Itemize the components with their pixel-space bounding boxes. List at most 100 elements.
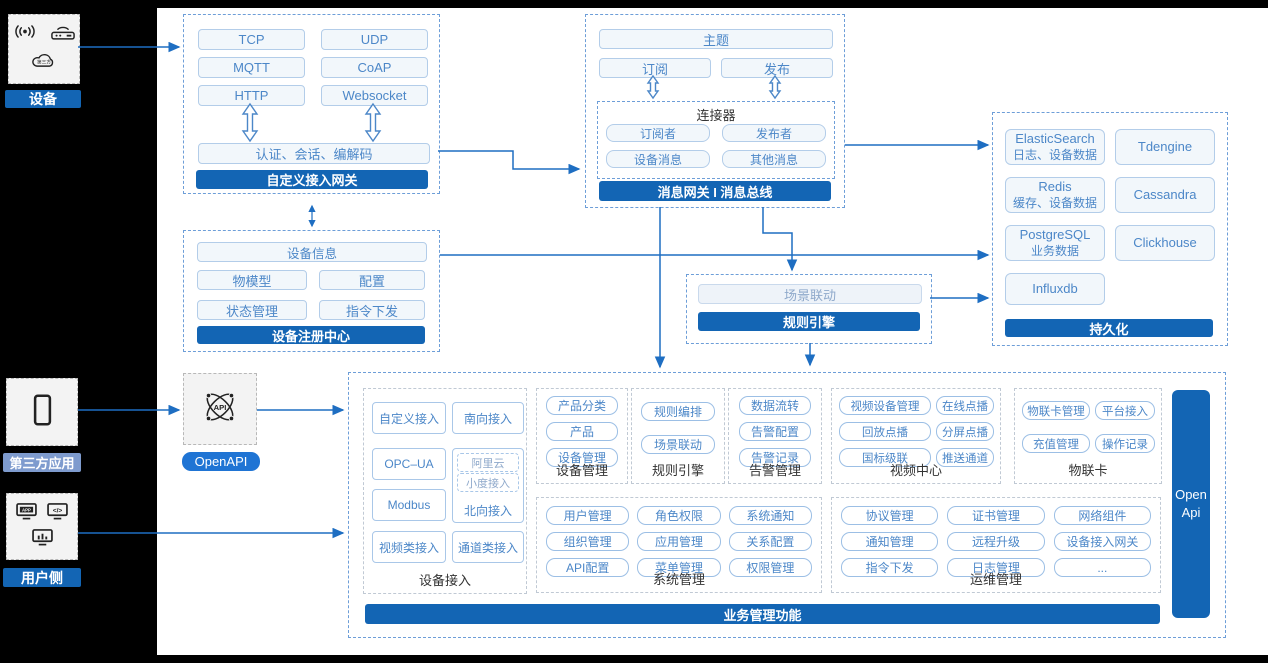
access-chip: 自定义接入 [372, 402, 446, 434]
feature-chip: 推送通道 [936, 448, 994, 467]
feature-chip: 场景联动 [641, 435, 715, 454]
northbound-label: 北向接入 [463, 504, 512, 518]
app-monitor-icon: APP [16, 502, 37, 525]
connector-chip: 其他消息 [722, 150, 826, 168]
feature-chip: 充值管理 [1022, 434, 1090, 453]
alarm-label: 告警管理 [748, 463, 801, 478]
device-access-section: 自定义接入 OPC–UA Modbus 视频类接入 南向接入 北向接入 阿里云 … [363, 388, 527, 594]
connector-chip: 订阅者 [606, 124, 710, 142]
iot-card-section: 物联卡管理平台接入充值管理操作记录 物联卡 [1014, 388, 1162, 484]
device-registry-title-bar: 设备注册中心 [197, 326, 425, 344]
feature-chip: 网络组件 [1053, 506, 1151, 525]
feature-chip: 角色权限 [637, 506, 721, 525]
api-atom-icon: API [199, 386, 241, 433]
registry-chip: 状态管理 [197, 300, 307, 320]
feature-chip: 组织管理 [546, 532, 630, 551]
rule-engine-box: 场景联动 规则引擎 [686, 274, 932, 344]
third-party-cloud-icon: 第三方 [29, 51, 59, 75]
db-influxdb: Influxdb [1005, 273, 1105, 305]
alarm-section: 数据流转告警配置告警记录 告警管理 [728, 388, 822, 484]
phone-icon [33, 393, 52, 431]
system-mgmt-label: 系统管理 [652, 572, 705, 587]
feature-chip: API配置 [546, 558, 630, 577]
access-gateway-title-bar: 自定义接入网关 [196, 170, 428, 189]
feature-chip: 平台接入 [1095, 401, 1155, 420]
protocol-chip: HTTP [198, 85, 305, 106]
publish-chip: 发布 [721, 58, 833, 78]
feature-chip: 视频设备管理 [839, 396, 931, 415]
connector-chip: 发布者 [722, 124, 826, 142]
feature-chip: 远程升级 [947, 532, 1045, 551]
feature-chip: 用户管理 [546, 506, 630, 525]
iot-card-label: 物联卡 [1068, 463, 1108, 478]
user-side-label: 用户侧 [3, 568, 81, 587]
feature-chip: 应用管理 [637, 532, 721, 551]
access-chip: OPC–UA [372, 448, 446, 480]
feature-chip: 关系配置 [728, 532, 812, 551]
device-mgmt-section: 产品分类产品设备管理 设备管理 [536, 388, 628, 484]
db-cassandra: Cassandra [1115, 177, 1215, 213]
subscribe-chip: 订阅 [599, 58, 711, 78]
third-party-icon-box [6, 378, 78, 446]
rule-engine-title-bar: 规则引擎 [698, 312, 920, 331]
rule-engine-label: 规则引擎 [651, 463, 704, 478]
feature-chip: ... [1053, 558, 1151, 577]
device-mgmt-label: 设备管理 [555, 463, 608, 478]
third-party-label: 第三方应用 [3, 453, 81, 472]
connector-title: 连接器 [696, 108, 736, 123]
feature-chip: 菜单管理 [637, 558, 721, 577]
access-chip: 视频类接入 [372, 531, 446, 563]
device-registry-box: 设备信息 物模型配置状态管理指令下发 设备注册中心 [183, 230, 440, 352]
feature-chip: 系统通知 [728, 506, 812, 525]
feature-chip: 物联卡管理 [1022, 401, 1090, 420]
feature-chip: 分屏点播 [936, 422, 994, 441]
system-mgmt-section: 用户管理角色权限系统通知组织管理应用管理关系配置 API配置菜单管理权限管理 系统… [536, 497, 822, 593]
protocol-chip: MQTT [198, 57, 305, 78]
device-info-chip: 设备信息 [197, 242, 427, 262]
access-chip: 通道类接入 [452, 531, 524, 563]
feature-chip: 产品分类 [546, 396, 618, 415]
db-tdengine: Tdengine [1115, 129, 1215, 165]
registry-chip: 物模型 [197, 270, 307, 290]
db-postgresql: PostgreSQL 业务数据 [1005, 225, 1105, 261]
feature-chip: 数据流转 [739, 396, 811, 415]
rule-engine-section: 规则编排场景联动 规则引擎 [631, 388, 725, 484]
device-icon-box: 第三方 [8, 14, 80, 84]
xiaodu-chip: 小度接入 [457, 473, 519, 492]
access-chip: Modbus [372, 489, 446, 521]
feature-chip: 协议管理 [841, 506, 939, 525]
open-api-vertical-bar: Open Api [1172, 390, 1210, 618]
chart-monitor-icon [31, 528, 53, 551]
svg-text:第三方: 第三方 [37, 58, 51, 65]
db-elasticsearch: ElasticSearch 日志、设备数据 [1005, 129, 1105, 165]
feature-chip: 规则编排 [641, 402, 715, 421]
feature-chip: 操作记录 [1095, 434, 1155, 453]
svg-text:API: API [214, 402, 227, 411]
feature-chip: 权限管理 [728, 558, 812, 577]
feature-chip: 指令下发 [841, 558, 939, 577]
message-bus-box: 主题 订阅 发布 连接器 订阅者发布者设备消息其他消息 消息网关 I 消息总线 [585, 14, 845, 208]
message-bus-title-bar: 消息网关 I 消息总线 [599, 181, 831, 201]
aliyun-chip: 阿里云 [457, 453, 519, 472]
db-redis: Redis 缓存、设备数据 [1005, 177, 1105, 213]
feature-chip: 国标级联 [839, 448, 931, 467]
feature-chip: 告警配置 [739, 422, 811, 441]
feature-chip: 告警记录 [739, 448, 811, 467]
protocol-chip: Websocket [321, 85, 428, 106]
business-title-bar: 业务管理功能 [365, 604, 1160, 624]
feature-chip: 证书管理 [947, 506, 1045, 525]
registry-chip: 指令下发 [319, 300, 425, 320]
scene-linkage-chip: 场景联动 [698, 284, 922, 304]
ops-mgmt-section: 协议管理证书管理网络组件通知管理远程升级设备接入网关指令下发日志管理... 运维… [831, 497, 1161, 593]
router-icon [51, 23, 75, 45]
persistence-title-bar: 持久化 [1005, 319, 1213, 337]
device-access-label: 设备接入 [418, 573, 471, 588]
ops-mgmt-label: 运维管理 [969, 572, 1022, 587]
protocol-chip: UDP [321, 29, 428, 50]
svg-text:</>: </> [53, 507, 63, 514]
connector-box: 连接器 订阅者发布者设备消息其他消息 [597, 101, 835, 179]
feature-chip: 设备管理 [546, 448, 618, 467]
topic-chip: 主题 [599, 29, 833, 49]
svg-text:APP: APP [22, 507, 31, 512]
